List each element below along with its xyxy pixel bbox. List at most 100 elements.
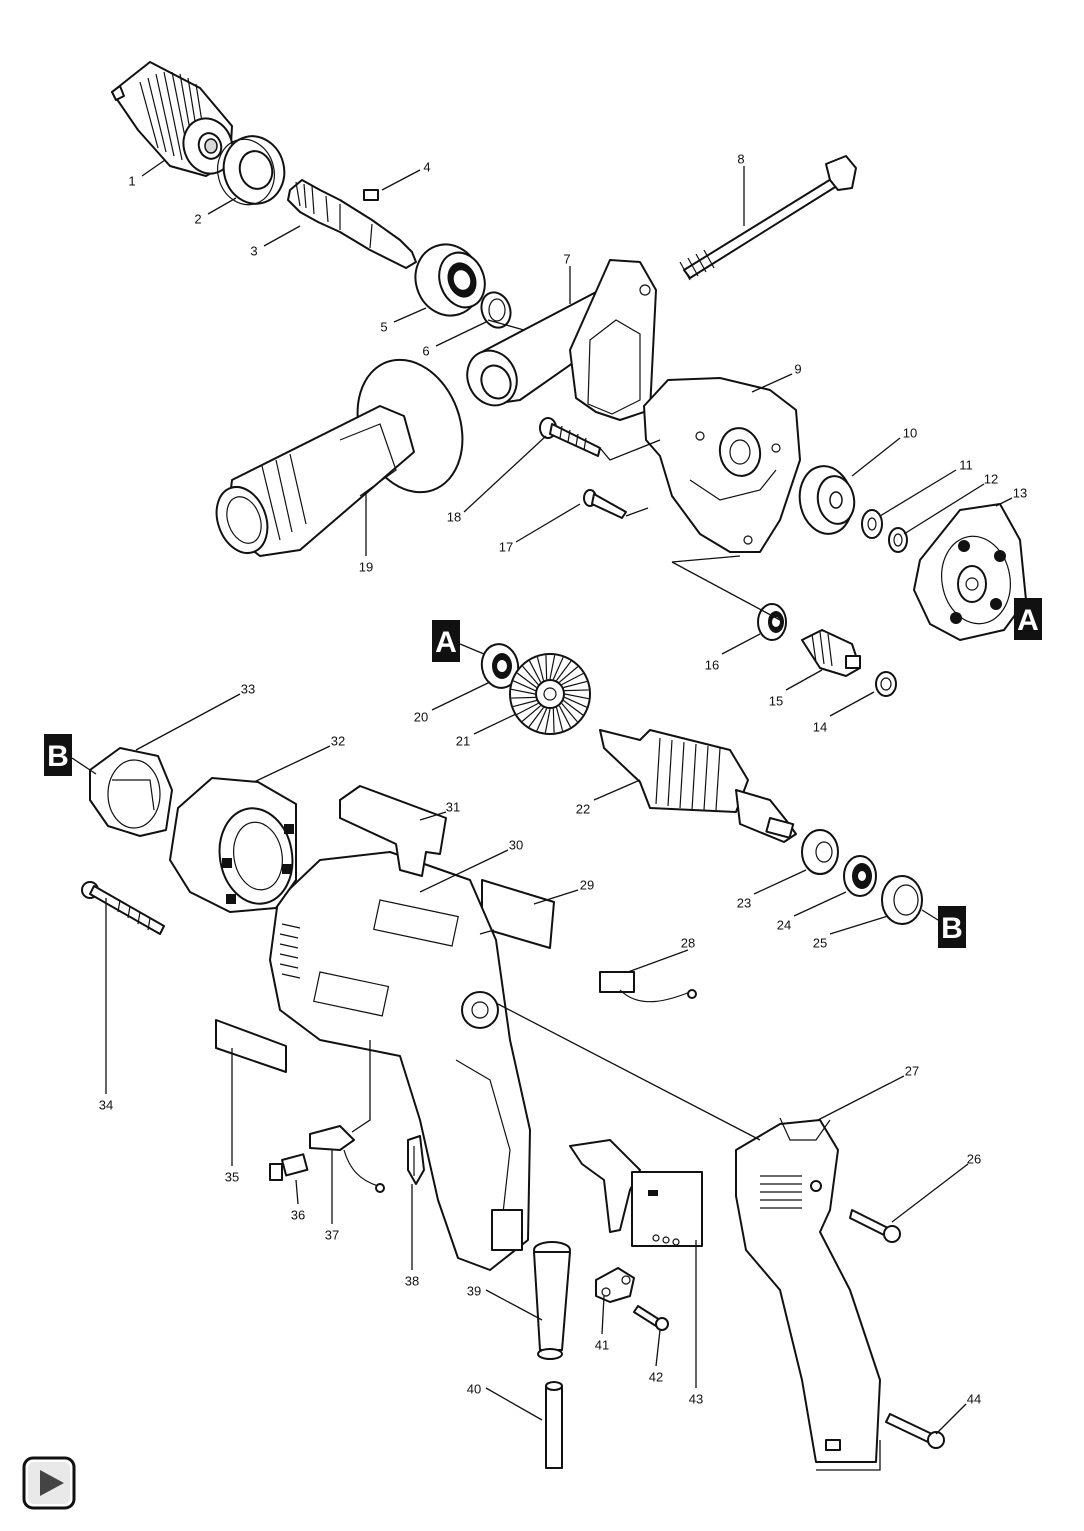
- callout-part-30: 30: [419, 837, 523, 893]
- callout-part-14: 14: [813, 691, 875, 734]
- part-number-41: 41: [595, 1337, 609, 1352]
- callout-part-34: 34: [99, 898, 113, 1112]
- callout-part-29: 29: [533, 877, 594, 905]
- part-number-38: 38: [405, 1273, 419, 1288]
- key-drawing: [363, 189, 379, 201]
- callout-part-13: 13: [995, 485, 1027, 507]
- part-38-drawing: [407, 1135, 425, 1185]
- callout-part-26: 26: [891, 1151, 981, 1223]
- part-28-drawing: [599, 971, 697, 1003]
- callout-part-22: 22: [576, 779, 641, 816]
- part-number-44: 44: [967, 1391, 981, 1406]
- part-number-33: 33: [241, 681, 255, 696]
- callout-part-21: 21: [456, 713, 517, 748]
- section-marker-b-right: B: [921, 906, 966, 948]
- leader-line: [419, 811, 447, 821]
- nameplate-35-drawing: [215, 1019, 287, 1073]
- bearing-23-drawing: [801, 829, 839, 875]
- fan-21-drawing: [509, 653, 591, 735]
- leader-line: [485, 1387, 543, 1421]
- handle-cover-27-drawing: [735, 1117, 881, 1463]
- callout-part-12: 12: [903, 471, 998, 535]
- part-number-4: 4: [423, 159, 430, 174]
- callout-part-2: 2: [194, 197, 237, 226]
- leader-line: [879, 469, 957, 517]
- part-number-34: 34: [99, 1097, 113, 1112]
- part-number-26: 26: [967, 1151, 981, 1166]
- part-number-35: 35: [225, 1169, 239, 1184]
- part-number-14: 14: [813, 719, 827, 734]
- callout-part-6: 6: [422, 321, 487, 358]
- screw-17-drawing: [583, 489, 627, 519]
- leader-line: [435, 321, 487, 347]
- callout-part-25: 25: [813, 915, 889, 950]
- part-number-5: 5: [380, 319, 387, 334]
- leader-line: [263, 225, 301, 247]
- next-page-button[interactable]: [22, 1456, 76, 1510]
- part-number-16: 16: [705, 657, 719, 672]
- rod-8-drawing: [679, 155, 857, 281]
- callout-part-35: 35: [225, 1048, 239, 1184]
- part-number-12: 12: [984, 471, 998, 486]
- callout-part-18: 18: [447, 435, 547, 524]
- callout-part-15: 15: [769, 669, 823, 708]
- cover-31-drawing: [339, 785, 447, 877]
- leader-line: [793, 891, 847, 917]
- leader-line: [785, 669, 823, 691]
- leader-line: [627, 949, 689, 973]
- bearing-20-drawing: [480, 643, 520, 689]
- leader-line: [721, 633, 761, 655]
- leader-line: [935, 1403, 967, 1435]
- part-number-25: 25: [813, 935, 827, 950]
- callout-part-41: 41: [595, 1295, 609, 1352]
- screw-26-drawing: [849, 1209, 901, 1243]
- part-number-1: 1: [128, 173, 135, 188]
- callout-part-37: 37: [325, 1150, 339, 1242]
- svg-text:B: B: [47, 740, 69, 773]
- callout-part-5: 5: [380, 307, 427, 334]
- leader-line: [381, 169, 421, 191]
- callout-part-32: 32: [253, 733, 345, 783]
- part-number-36: 36: [291, 1207, 305, 1222]
- callout-part-24: 24: [777, 891, 847, 932]
- part-number-32: 32: [331, 733, 345, 748]
- part-41-drawing: [595, 1267, 635, 1303]
- switch-43-drawing: [569, 1139, 703, 1247]
- gear-10-drawing: [798, 465, 856, 535]
- callout-part-38: 38: [405, 1184, 419, 1288]
- part-callouts: 1234567891011121314151617181920212223242…: [99, 151, 1027, 1435]
- leader-line: [851, 437, 901, 477]
- leader-line: [753, 869, 807, 895]
- leader-line: [393, 307, 427, 323]
- callout-part-11: 11: [879, 457, 973, 517]
- retaining-ring-6-drawing: [480, 291, 512, 329]
- callout-part-39: 39: [467, 1283, 543, 1321]
- screw-34-drawing: [81, 881, 165, 935]
- gear-housing-9-drawing: [643, 377, 801, 553]
- part-number-20: 20: [414, 709, 428, 724]
- leader-line: [485, 1289, 543, 1321]
- part-37-drawing: [309, 1125, 385, 1193]
- part-number-7: 7: [563, 251, 570, 266]
- part-number-21: 21: [456, 733, 470, 748]
- motor-housing-30-drawing: [269, 851, 531, 1271]
- leader-line: [995, 497, 1013, 507]
- screw-42-drawing: [633, 1305, 669, 1331]
- ring-drawing: [217, 135, 286, 206]
- leader-line: [655, 1329, 661, 1367]
- leader-line: [751, 373, 793, 393]
- screw-44-drawing: [885, 1413, 945, 1449]
- part-number-17: 17: [499, 539, 513, 554]
- part-number-43: 43: [689, 1391, 703, 1406]
- part-number-18: 18: [447, 509, 461, 524]
- part-number-11: 11: [959, 457, 973, 472]
- callout-part-7: 7: [563, 251, 571, 304]
- svg-text:A: A: [1017, 604, 1039, 637]
- callout-part-17: 17: [499, 503, 581, 554]
- part-number-9: 9: [794, 361, 801, 376]
- leader-line: [593, 779, 641, 801]
- cord-40-drawing: [545, 1381, 563, 1469]
- callout-part-27: 27: [817, 1063, 919, 1121]
- part-drawings: [81, 61, 1027, 1469]
- callout-part-19: 19: [359, 492, 373, 574]
